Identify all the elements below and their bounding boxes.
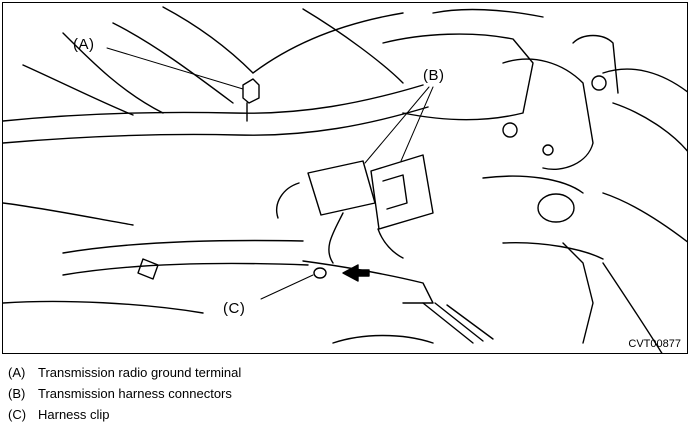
- engine-bay-illustration: [3, 6, 687, 353]
- legend-key-a: (A): [8, 365, 26, 380]
- callout-a: (A): [73, 36, 95, 53]
- figure-code: CVT00877: [628, 338, 681, 350]
- callout-c: (C): [223, 300, 246, 317]
- figure-frame: (A) (B) (C) CVT00877: [2, 2, 688, 354]
- legend-text-c: Harness clip: [38, 407, 110, 422]
- legend-key-b: (B): [8, 386, 26, 401]
- legend-row-a: (A) Transmission radio ground terminal: [8, 365, 241, 386]
- legend: (A) Transmission radio ground terminal (…: [8, 365, 241, 428]
- legend-text-a: Transmission radio ground terminal: [38, 365, 242, 380]
- legend-text-b: Transmission harness connectors: [38, 386, 232, 401]
- callout-b: (B): [423, 67, 445, 84]
- legend-row-c: (C) Harness clip: [8, 407, 241, 428]
- legend-key-c: (C): [8, 407, 27, 422]
- legend-row-b: (B) Transmission harness connectors: [8, 386, 241, 407]
